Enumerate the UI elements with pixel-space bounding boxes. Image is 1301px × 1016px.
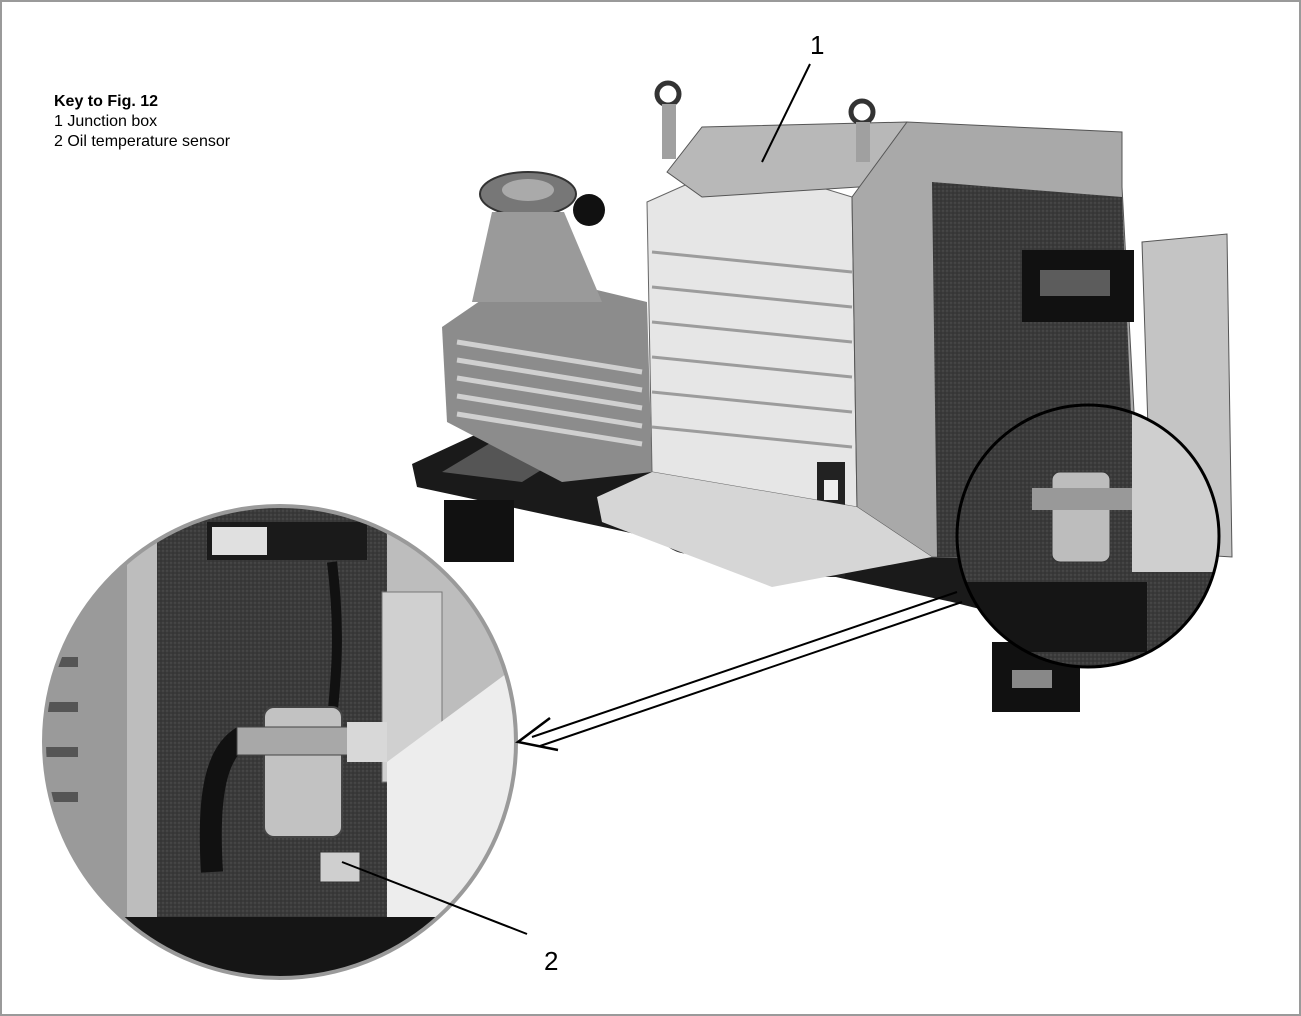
callout-number-2: 2 xyxy=(544,946,559,976)
key-item-oil-temperature-sensor: 2 Oil temperature sensor xyxy=(54,133,231,150)
leader-line-2 xyxy=(341,861,528,935)
leader-line-1 xyxy=(761,63,811,163)
detail-circle-large xyxy=(42,504,518,980)
key-item-junction-box: 1 Junction box xyxy=(54,113,158,130)
callout-number-1: 1 xyxy=(810,30,825,60)
figure-key: Key to Fig. 12 1 Junction box 2 Oil temp… xyxy=(54,92,230,152)
key-title: Key to Fig. 12 xyxy=(54,93,159,110)
zoom-arrow xyxy=(515,591,963,752)
